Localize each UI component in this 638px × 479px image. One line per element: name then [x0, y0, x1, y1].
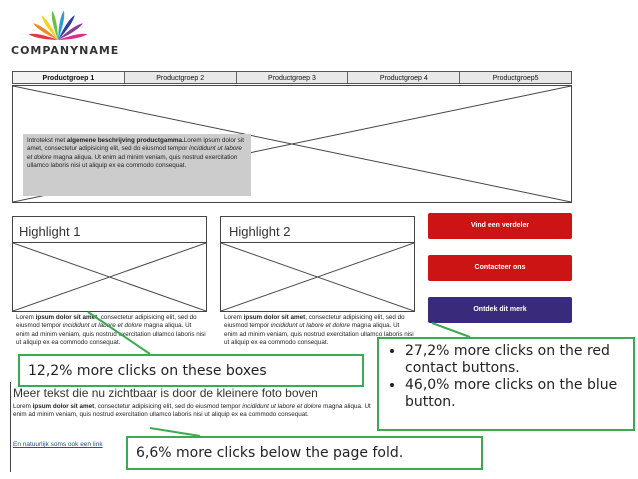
product-nav: Productgroep 1 Productgroep 2 Productgro…: [12, 71, 572, 84]
hero-image-placeholder: Introtekst met algemene beschrijving pro…: [12, 85, 572, 203]
logo-petal: [58, 23, 83, 40]
connector-fold: [149, 427, 201, 437]
connector-buttons: [431, 322, 471, 338]
page-left-edge: [10, 382, 11, 472]
discover-brand-button[interactable]: Ontdek dit merk: [428, 297, 572, 323]
tab-productgroep-4[interactable]: Productgroep 4: [348, 72, 461, 83]
tab-productgroep-5[interactable]: Productgroep5: [492, 75, 539, 82]
highlight-image-placeholder: [13, 242, 206, 311]
tab-productgroep-2[interactable]: Productgroep 2: [125, 72, 237, 83]
tab-productgroep-1[interactable]: Productgroep 1: [13, 72, 125, 83]
intro-text: Introtekst met algemene beschrijving pro…: [23, 134, 251, 196]
find-dealer-button[interactable]: Vind een verdeler: [428, 213, 572, 239]
callout-fold-text: 6,6% more clicks below the page fold.: [136, 445, 404, 461]
more-section-link[interactable]: En natuurlijk soms ook een link: [13, 441, 103, 448]
highlight-card-2[interactable]: Highlight 2: [220, 216, 415, 312]
logo-petal: [51, 10, 58, 40]
more-section-text: Lorem ipsum dolor sit amet, consectetur …: [13, 403, 371, 419]
logo-fan-icon: [28, 10, 88, 40]
logo[interactable]: COMPANYNAME: [8, 6, 128, 58]
callout-buttons: 27,2% more clicks on the red contact but…: [377, 337, 635, 431]
tab-productgroep-3[interactable]: Productgroep 3: [237, 72, 349, 83]
highlight-text-1: Lorem ipsum dolor sit amet, consectetur …: [16, 314, 206, 347]
contact-button[interactable]: Contacteer ons: [428, 255, 572, 281]
logo-petal: [58, 15, 75, 40]
more-section-title: Meer tekst die nu zichtbaar is door de k…: [13, 386, 318, 400]
logo-petal: [58, 10, 65, 40]
callout-buttons-item: 46,0% more clicks on the blue button.: [405, 377, 627, 411]
logo-petal: [33, 23, 58, 40]
callout-boxes-text: 12,2% more clicks on these boxes: [28, 363, 267, 379]
logo-petal: [41, 15, 58, 40]
callout-buttons-item: 27,2% more clicks on the red contact but…: [405, 343, 627, 377]
image-placeholder-cross-icon: [13, 243, 206, 311]
callout-boxes: 12,2% more clicks on these boxes: [18, 354, 364, 387]
company-name: COMPANYNAME: [11, 44, 120, 57]
image-placeholder-cross-icon: [221, 243, 414, 311]
highlight-text-2: Lorem ipsum dolor sit amet, consectetur …: [224, 314, 414, 347]
highlight-title: Highlight 1: [19, 224, 81, 239]
highlight-card-1[interactable]: Highlight 1: [12, 216, 207, 312]
logo-petal: [58, 33, 88, 40]
callout-buttons-list: 27,2% more clicks on the red contact but…: [385, 343, 627, 411]
callout-fold: 6,6% more clicks below the page fold.: [126, 436, 483, 470]
highlight-title: Highlight 2: [229, 224, 291, 239]
highlight-image-placeholder: [221, 242, 414, 311]
logo-petal: [28, 33, 58, 40]
